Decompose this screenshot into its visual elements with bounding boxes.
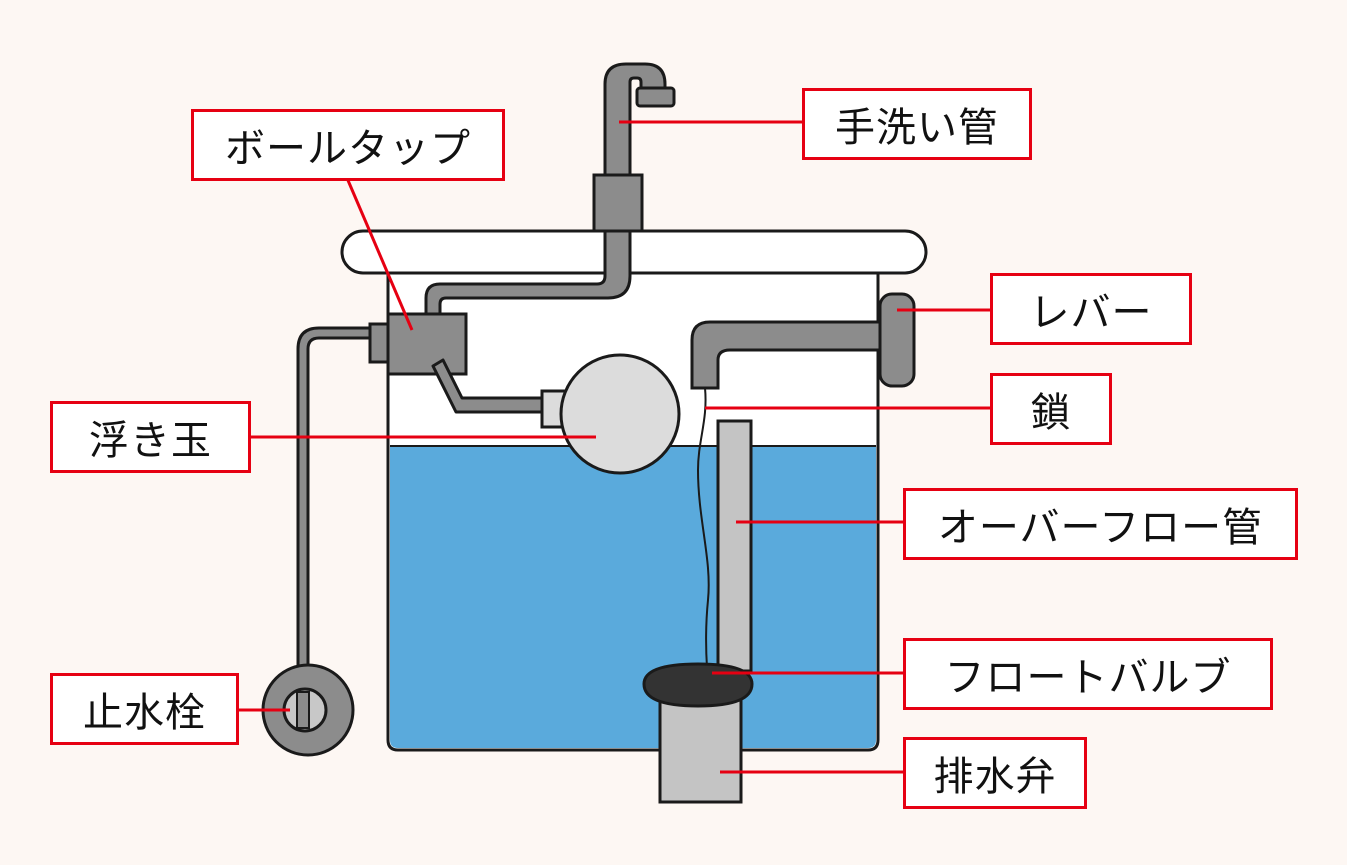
label-hand-wash-pipe: 手洗い管 — [802, 88, 1032, 160]
hand-wash-pipe — [603, 62, 667, 178]
float-ball — [559, 353, 681, 475]
label-overflow-pipe: オーバーフロー管 — [903, 488, 1298, 560]
label-drain-valve-text: 排水弁 — [933, 754, 1057, 800]
label-lever: レバー — [990, 273, 1192, 345]
label-hand-wash-pipe-text: 手洗い管 — [835, 105, 999, 151]
label-overflow-pipe-text: オーバーフロー管 — [937, 505, 1264, 551]
ball-tap-body — [386, 312, 468, 376]
label-ball-tap-text: ボールタップ — [225, 126, 471, 172]
overflow-pipe — [716, 419, 753, 673]
float-valve — [642, 662, 754, 708]
hand-wash-spout — [635, 86, 676, 108]
label-drain-valve: 排水弁 — [903, 737, 1087, 809]
tank-lid — [340, 229, 928, 275]
hand-wash-pipe-joint — [592, 173, 644, 233]
label-float-ball: 浮き玉 — [50, 401, 251, 473]
label-chain: 鎖 — [990, 373, 1112, 445]
label-lever-text: レバー — [1029, 290, 1153, 336]
label-float-valve: フロートバルブ — [903, 638, 1273, 710]
label-stop-valve: 止水栓 — [50, 673, 239, 745]
label-float-valve-text: フロートバルブ — [944, 655, 1232, 701]
leader-ball-tap — [345, 177, 414, 331]
label-ball-tap: ボールタップ — [191, 109, 505, 181]
label-stop-valve-text: 止水栓 — [83, 690, 206, 736]
tank-water — [390, 446, 876, 748]
lever-handle — [878, 292, 916, 388]
drain-valve — [658, 695, 743, 804]
chain — [696, 387, 710, 669]
leader-lines — [236, 120, 993, 774]
supply-pipe — [296, 326, 374, 670]
label-float-ball-text: 浮き玉 — [89, 418, 212, 464]
label-chain-text: 鎖 — [1030, 390, 1072, 436]
